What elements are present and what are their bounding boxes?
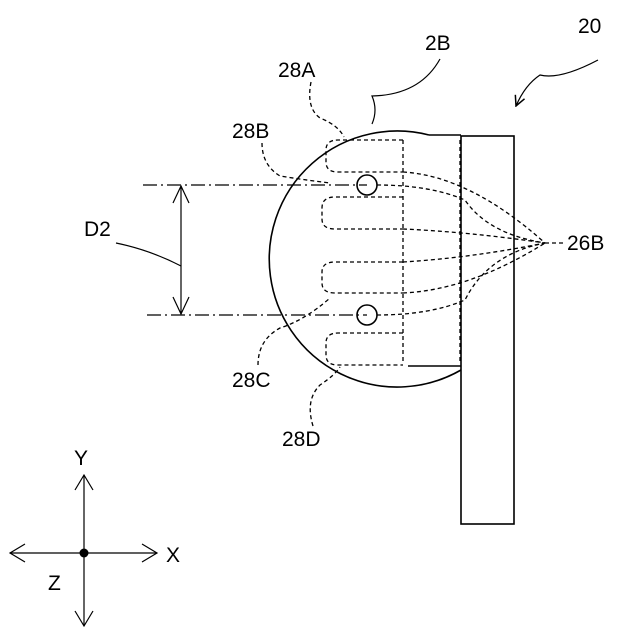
leader-2b — [372, 59, 440, 124]
label-d2: D2 — [84, 218, 111, 241]
leader-28d — [310, 367, 340, 426]
fin-28c — [322, 262, 403, 293]
label-28c: 28C — [232, 369, 271, 392]
leader-28a — [310, 82, 344, 137]
axis-label-x: X — [166, 544, 180, 567]
z-axis-dot — [80, 549, 89, 558]
label-2b: 2B — [425, 32, 451, 55]
label-28d: 28D — [282, 428, 321, 451]
leader-28b — [262, 143, 330, 183]
fin-28d — [326, 333, 403, 365]
label-26b: 26B — [567, 232, 604, 255]
wire-lower-2 — [403, 243, 545, 262]
circle-component — [269, 131, 461, 387]
label-28a: 28A — [278, 59, 315, 82]
leader-d2 — [116, 243, 181, 266]
leader-28c — [258, 298, 330, 365]
axis-label-y: Y — [74, 447, 88, 470]
label-28b: 28B — [232, 120, 269, 143]
fin-28b — [322, 197, 403, 229]
axis-label-z: Z — [48, 572, 61, 595]
vertical-plate — [461, 136, 514, 524]
wire-upper-2 — [403, 172, 545, 243]
wire-upper-3 — [403, 229, 545, 243]
leader-20-arrow — [516, 60, 598, 106]
label-20: 20 — [578, 15, 601, 38]
